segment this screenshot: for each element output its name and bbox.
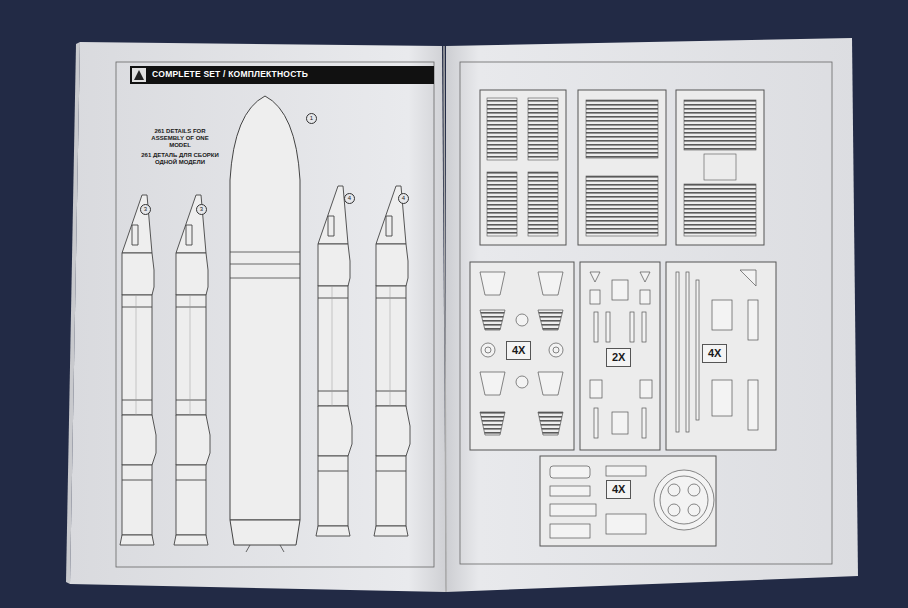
callout-number: 3 xyxy=(196,204,207,215)
quantity-label: 4X xyxy=(606,480,631,499)
callout-number: 1 xyxy=(306,113,317,124)
callout-number: 4 xyxy=(398,193,409,204)
callout-number: 4 xyxy=(344,193,355,204)
parts-count-note: 261 DETAILS FOR ASSEMBLY OF ONE MODEL xyxy=(140,128,220,149)
parts-count-note: 261 ДЕТАЛЬ ДЛЯ СБОРКИ ОДНОЙ МОДЕЛИ xyxy=(140,152,220,166)
quantity-label: 2X xyxy=(606,348,631,367)
quantity-label: 4X xyxy=(702,344,727,363)
page-heading: COMPLETE SET / КОМПЛЕКТНОСТЬ xyxy=(152,70,308,80)
callout-number: 3 xyxy=(140,204,151,215)
quantity-label: 4X xyxy=(506,341,531,360)
